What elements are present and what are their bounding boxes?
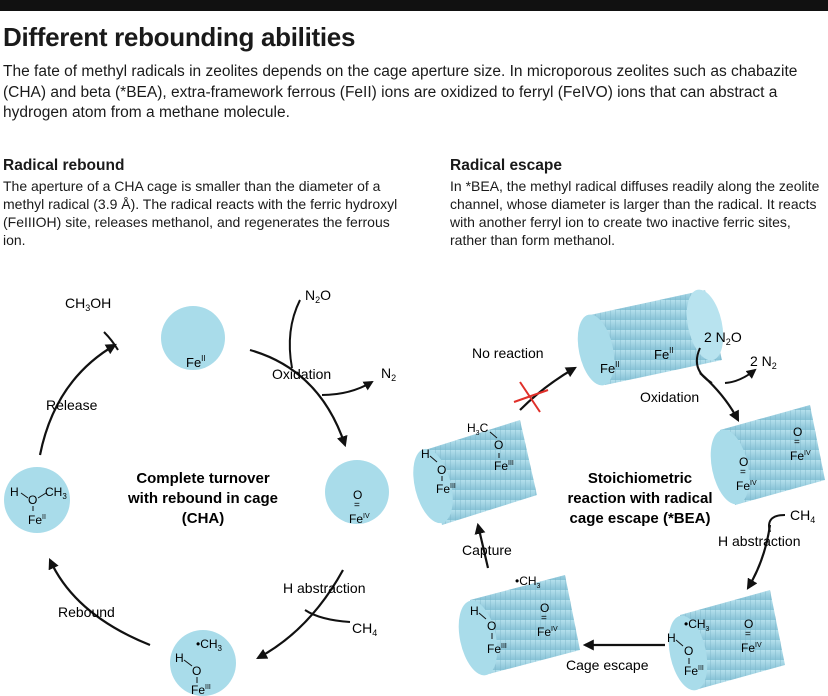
svg-text:FeIV: FeIV	[349, 512, 370, 526]
svg-text:O: O	[437, 463, 446, 477]
arrow-ch4-in-right	[768, 514, 786, 533]
label-capture: Capture	[462, 542, 512, 558]
cylinder-escape-start: •CH3 H O FeIII O = FeIV	[667, 590, 785, 691]
label-cage-escape: Cage escape	[566, 657, 649, 673]
svg-text:O: O	[494, 438, 503, 452]
svg-text:CH3: CH3	[45, 485, 67, 501]
svg-text:Complete turnover: Complete turnover	[136, 470, 270, 487]
svg-text:O: O	[192, 664, 201, 678]
label-n2-left: N2	[381, 365, 396, 383]
arrow-oxidation	[249, 348, 348, 448]
right-heading: Radical escape	[450, 157, 563, 174]
svg-text:•CH3: •CH3	[515, 574, 541, 590]
arrow-no-reaction	[519, 366, 577, 411]
label-ch4-left: CH4	[352, 620, 377, 638]
cylinder-top-fe2: FeII FeII	[577, 289, 724, 386]
label-rebound: Rebound	[58, 604, 115, 620]
cylinder-fe4o-pair: O = FeIV O = FeIV	[710, 405, 825, 505]
arrow-2n2-out	[724, 368, 757, 384]
svg-text:Stoichiometric: Stoichiometric	[588, 470, 692, 487]
svg-text:O: O	[487, 619, 496, 633]
cylinder-capture: •CH3 H O FeIII O = FeIV	[458, 574, 580, 676]
label-no-reaction: No reaction	[472, 345, 544, 361]
arrow-capture	[474, 522, 490, 569]
svg-text:H3C: H3C	[467, 421, 489, 437]
svg-text:O: O	[739, 455, 748, 469]
red-cross-icon	[513, 381, 549, 413]
sphere-fe2-meoh	[4, 467, 70, 533]
sphere-fe3oh-ch3	[170, 630, 236, 696]
arrow-2n2o-in	[696, 347, 713, 384]
svg-text:H: H	[421, 447, 430, 461]
svg-text:reaction with radical: reaction with radical	[567, 490, 712, 507]
svg-text:cage escape (*BEA): cage escape (*BEA)	[570, 510, 711, 527]
svg-text:=: =	[745, 629, 751, 640]
right-cycle: FeII FeII O = FeIV O = FeIV •CH3 H O FeI…	[413, 289, 825, 691]
label-h-abstraction-right: H abstraction	[718, 533, 800, 549]
svg-text:H: H	[10, 485, 19, 499]
svg-text:with rebound in cage: with rebound in cage	[127, 490, 278, 507]
arrow-release	[38, 343, 117, 456]
svg-text:H: H	[667, 631, 676, 645]
right-center-label: Stoichiometric reaction with radical cag…	[567, 470, 712, 527]
label-oxidation-left: Oxidation	[272, 366, 331, 382]
svg-text:(CHA): (CHA)	[182, 510, 225, 527]
svg-text:•CH3: •CH3	[684, 617, 710, 633]
label-h-abstraction-left: H abstraction	[283, 580, 365, 596]
label-ch3oh: CH3OH	[65, 295, 111, 313]
top-rule	[0, 0, 828, 11]
svg-text:=: =	[354, 500, 360, 511]
fe2-meoh-label: H O CH3 FeII	[10, 485, 67, 527]
svg-text:FeII: FeII	[600, 360, 620, 376]
svg-text:O: O	[744, 617, 753, 631]
fe2-label: FeII	[186, 354, 206, 370]
left-description: The aperture of a CHA cage is smaller th…	[3, 178, 398, 248]
svg-text:H: H	[470, 604, 479, 618]
arrow-h-abstraction	[256, 569, 344, 660]
arrow-ch4-in	[304, 609, 351, 623]
svg-text:O: O	[28, 493, 37, 507]
svg-text:=: =	[541, 613, 547, 624]
svg-text:•CH3: •CH3	[196, 637, 223, 653]
arrow-ch3oh-out	[103, 331, 119, 351]
label-oxidation-right: Oxidation	[640, 389, 699, 405]
label-n2o-left: N2O	[305, 287, 331, 305]
svg-text:FeII: FeII	[654, 346, 674, 362]
label-release: Release	[46, 397, 98, 413]
svg-text:=: =	[794, 437, 800, 448]
svg-text:O: O	[684, 644, 693, 658]
label-ch4-right: CH4	[790, 507, 815, 525]
left-center-label: Complete turnover with rebound in cage (…	[127, 470, 278, 527]
left-heading: Radical rebound	[3, 157, 125, 174]
svg-text:=: =	[740, 467, 746, 478]
sphere-fe4o	[325, 460, 389, 524]
arrow-oxidation-right	[699, 372, 740, 422]
arrow-rebound	[48, 557, 151, 647]
label-2n2o: 2 N2O	[704, 329, 742, 347]
reaction-diagram: FeII O = FeIV •CH3 H O FeIII H O CH3 FeI…	[4, 287, 825, 696]
svg-text:O: O	[540, 601, 549, 615]
intro-text: The fate of methyl radicals in zeolites …	[3, 63, 798, 121]
svg-text:FeII: FeII	[28, 513, 46, 527]
svg-text:O: O	[793, 425, 802, 439]
cylinder-inactive-fe3: H3C O FeIII H O FeIII	[413, 420, 537, 525]
arrow-n2-out	[321, 380, 374, 396]
figure-title: Different rebounding abilities	[3, 22, 356, 52]
sphere-fe2	[161, 306, 225, 370]
arrow-n2o-in	[288, 299, 301, 369]
svg-text:O: O	[353, 488, 362, 502]
left-cycle: FeII O = FeIV •CH3 H O FeIII H O CH3 FeI…	[4, 287, 396, 696]
right-description: In *BEA, the methyl radical diffuses rea…	[450, 178, 820, 248]
svg-text:H: H	[175, 651, 184, 665]
label-2n2: 2 N2	[750, 353, 777, 371]
